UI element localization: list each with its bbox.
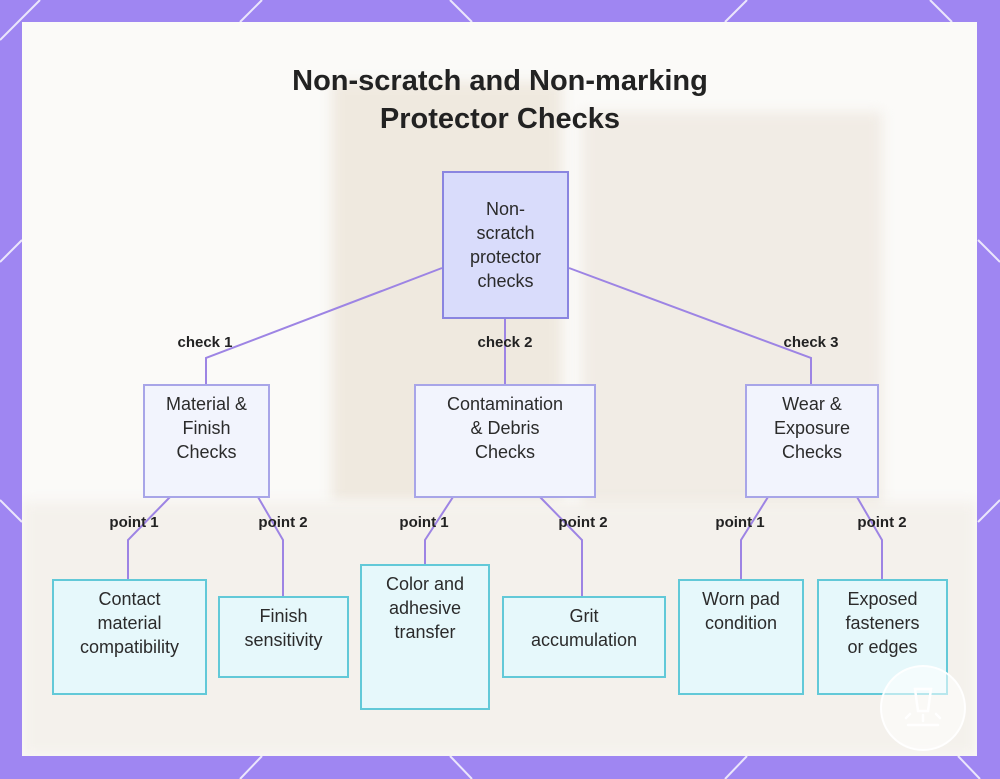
edge-label-check-3: check 3	[783, 334, 839, 351]
connector-group-2-point-2	[539, 496, 583, 596]
connector-group-1-point-2	[257, 496, 284, 596]
edge-label-point: point 1	[715, 514, 765, 531]
connector-root-group-3	[568, 267, 812, 384]
connector-group-2-point-1	[424, 496, 454, 564]
connector-group-1-point-1	[127, 496, 171, 579]
edge-label-point: point 2	[258, 514, 308, 531]
edge-label-point: point 2	[857, 514, 907, 531]
connector-root-group-1	[205, 267, 443, 384]
title-line-2: Protector Checks	[379, 103, 621, 135]
edge-label-check-1: check 1	[177, 334, 233, 351]
watermark-badge	[880, 665, 966, 751]
edge-label-point: point 1	[399, 514, 449, 531]
diagram-title: Non-scratch and Non-marking Protector Ch…	[0, 62, 1000, 138]
title-line-1: Non-scratch and Non-marking	[292, 65, 708, 97]
edge-label-point: point 2	[558, 514, 608, 531]
connector-group-3-point-2	[856, 496, 883, 579]
connector-group-3-point-1	[740, 496, 769, 579]
edge-label-check-2: check 2	[477, 334, 533, 351]
edge-label-point: point 1	[109, 514, 159, 531]
lamp-icon	[904, 687, 942, 727]
